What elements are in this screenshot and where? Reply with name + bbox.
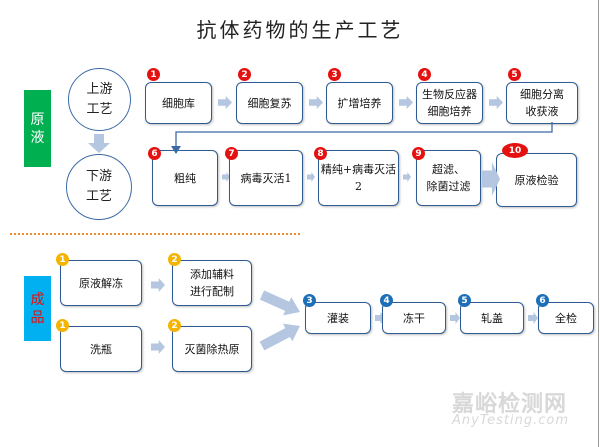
step-label: 原液检验 xyxy=(514,173,559,187)
step-number-badge: 3 xyxy=(303,294,316,307)
step-box: 细胞分离收获液 xyxy=(506,82,578,124)
step-box: 洗瓶 xyxy=(60,326,142,372)
bulk-label-char-2: 液 xyxy=(30,129,45,146)
upstream-arrow xyxy=(218,96,232,109)
step-label: 轧盖 xyxy=(481,311,503,325)
step-number-badge: 4 xyxy=(380,294,393,307)
step-label: 洗瓶 xyxy=(90,342,112,356)
product-arrow-a xyxy=(151,278,165,292)
step-label: 全检 xyxy=(555,311,577,325)
product-label: 成 品 xyxy=(24,276,51,341)
upstream-to-downstream-arrow xyxy=(88,134,110,153)
downstream-line2: 工艺 xyxy=(85,189,112,204)
connector-step5-to-step6 xyxy=(171,122,553,154)
step-label: 精纯+病毒灭活2 xyxy=(320,163,397,193)
step-number-badge: 6 xyxy=(536,294,549,307)
step-label: 冻干 xyxy=(403,311,425,325)
step-label: 收获液 xyxy=(525,105,559,118)
step-label: 细胞复苏 xyxy=(247,96,292,110)
watermark-cn: 嘉峪检测网 xyxy=(452,392,568,417)
step-box: 扩增培养 xyxy=(326,82,393,124)
step-box: 原液检验 xyxy=(496,153,577,207)
downstream-line1: 下游 xyxy=(85,169,112,184)
upstream-arrow xyxy=(489,96,503,109)
step-box: 超滤、除菌过滤 xyxy=(416,150,481,206)
step-label: 生物反应器 xyxy=(422,88,477,101)
step-number-badge: 9 xyxy=(412,147,425,160)
step-label: 超滤、 xyxy=(432,163,465,176)
step-number-badge: 7 xyxy=(225,147,238,160)
step-number-badge: 1 xyxy=(147,68,160,81)
step-number-badge: 10 xyxy=(502,143,528,158)
step-number-badge: 8 xyxy=(314,147,327,160)
step-label: 粗纯 xyxy=(174,171,196,185)
step-label: 原液解冻 xyxy=(79,276,123,290)
bulk-label: 原 液 xyxy=(24,90,51,167)
upstream-arrow xyxy=(309,96,323,109)
step-box: 粗纯 xyxy=(152,150,218,206)
bulk-label-char-1: 原 xyxy=(30,111,45,128)
step-box: 细胞复苏 xyxy=(236,82,303,124)
upstream-line1: 上游 xyxy=(86,81,113,97)
product-label-char-1: 成 xyxy=(30,291,45,308)
step-number-badge: 1 xyxy=(56,319,69,332)
product-main-arrow xyxy=(450,312,460,324)
downstream-arrow xyxy=(403,172,411,182)
step-number-badge: 4 xyxy=(418,68,431,81)
step-box: 冻干 xyxy=(382,302,446,334)
step-label: 扩增培养 xyxy=(337,96,382,110)
product-main-arrow xyxy=(528,312,538,324)
step-box: 原液解冻 xyxy=(60,260,142,306)
step-label: 细胞分离 xyxy=(520,88,564,101)
step-number-badge: 2 xyxy=(238,68,251,81)
upstream-arrow xyxy=(399,96,413,109)
step-label: 灌装 xyxy=(327,311,349,325)
step-box: 添加辅料进行配制 xyxy=(172,260,252,306)
step-number-badge: 2 xyxy=(168,253,181,266)
watermark-en: AnyTesting.com xyxy=(452,413,570,428)
page-title: 抗体药物的生产工艺 xyxy=(196,18,404,42)
step-number-badge: 6 xyxy=(148,147,161,160)
product-label-char-2: 品 xyxy=(30,309,45,326)
step-label: 进行配制 xyxy=(190,285,234,298)
section-separator xyxy=(10,233,300,235)
step-label: 除菌过滤 xyxy=(426,180,471,193)
step-box: 生物反应器细胞培养 xyxy=(416,82,483,124)
step-label: 添加辅料 xyxy=(190,268,234,281)
step-number-badge: 5 xyxy=(458,294,471,307)
downstream-arrow xyxy=(222,172,230,182)
step-number-badge: 2 xyxy=(168,319,181,332)
step-number-badge: 1 xyxy=(56,253,69,266)
step-box: 全检 xyxy=(538,302,594,334)
step-label: 细胞培养 xyxy=(427,105,472,118)
step-box: 灌装 xyxy=(305,302,371,334)
step-label: 灭菌除热原 xyxy=(184,342,240,356)
downstream-circle: 下游 工艺 xyxy=(66,154,132,220)
downstream-arrow xyxy=(307,172,315,182)
step-box: 病毒灭活1 xyxy=(229,150,303,206)
upstream-circle: 上游 工艺 xyxy=(68,68,131,131)
step-box: 灭菌除热原 xyxy=(172,326,252,372)
step-number-badge: 3 xyxy=(328,68,341,81)
step-label: 细胞库 xyxy=(162,96,195,110)
step-box: 精纯+病毒灭活2 xyxy=(318,150,399,206)
downstream-arrow-large xyxy=(482,162,500,196)
step-box: 细胞库 xyxy=(145,82,212,124)
right-border xyxy=(598,0,599,447)
product-arrow-b xyxy=(151,340,165,354)
step-label: 病毒灭活1 xyxy=(240,171,292,185)
step-box: 轧盖 xyxy=(460,302,524,334)
upstream-line2: 工艺 xyxy=(86,101,113,117)
step-number-badge: 5 xyxy=(508,68,521,81)
